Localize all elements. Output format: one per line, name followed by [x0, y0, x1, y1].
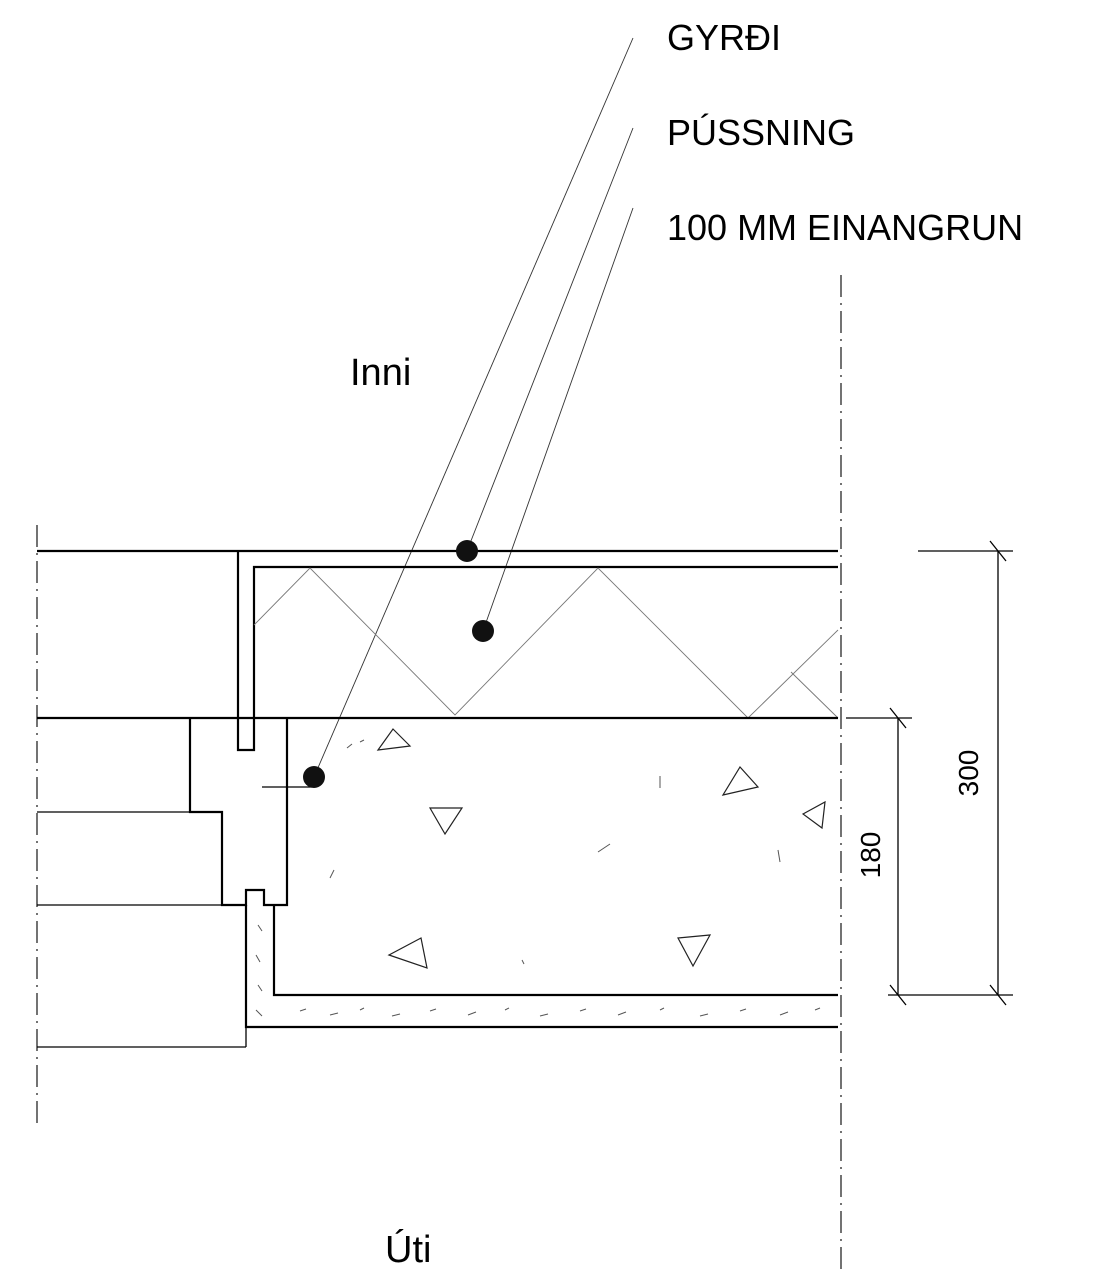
dimension-300: [888, 540, 1013, 1006]
slab-bottom-line: [272, 905, 838, 997]
slab-edge-joint: [188, 718, 289, 907]
aggregate-speck: [777, 849, 781, 863]
aggregate-speck: [521, 959, 525, 965]
insulation-hatch-edge: [790, 671, 839, 719]
aggregate-speck: [346, 743, 353, 749]
leader-einangrun: [482, 207, 634, 632]
callout-einangrun: 100 MM EINANGRUN: [667, 207, 1023, 248]
aggregate-mark: [376, 728, 412, 751]
dimension-180: [846, 707, 912, 1006]
leader-gyrdi: [313, 37, 634, 778]
callout-dot-gyrdi: [303, 766, 325, 788]
render-hatch: [255, 924, 821, 1017]
aggregate-mark: [721, 765, 760, 796]
aggregate-mark: [677, 934, 712, 968]
plaster-skin: [236, 551, 838, 752]
callout-dot-pussning: [456, 540, 478, 562]
render-layer-outline: [244, 905, 838, 1029]
callout-gyrdi: GYRÐI: [667, 17, 781, 58]
aggregate-speck: [329, 869, 335, 879]
label-outside: Úti: [385, 1228, 431, 1269]
aggregate-mark: [801, 800, 826, 830]
callout-pussning: PÚSSNING: [667, 112, 855, 153]
leader-pussning: [466, 127, 634, 552]
insulation-hatch: [253, 567, 839, 719]
callout-dot-einangrun: [472, 620, 494, 642]
label-inside: Inni: [350, 352, 411, 394]
aggregate-mark: [387, 937, 428, 969]
dimension-180-label: 180: [855, 832, 886, 879]
aggregate-speck: [597, 843, 611, 853]
aggregate-speck: [359, 739, 365, 743]
dimension-300-label: 300: [953, 750, 984, 797]
aggregate-mark: [428, 807, 464, 836]
